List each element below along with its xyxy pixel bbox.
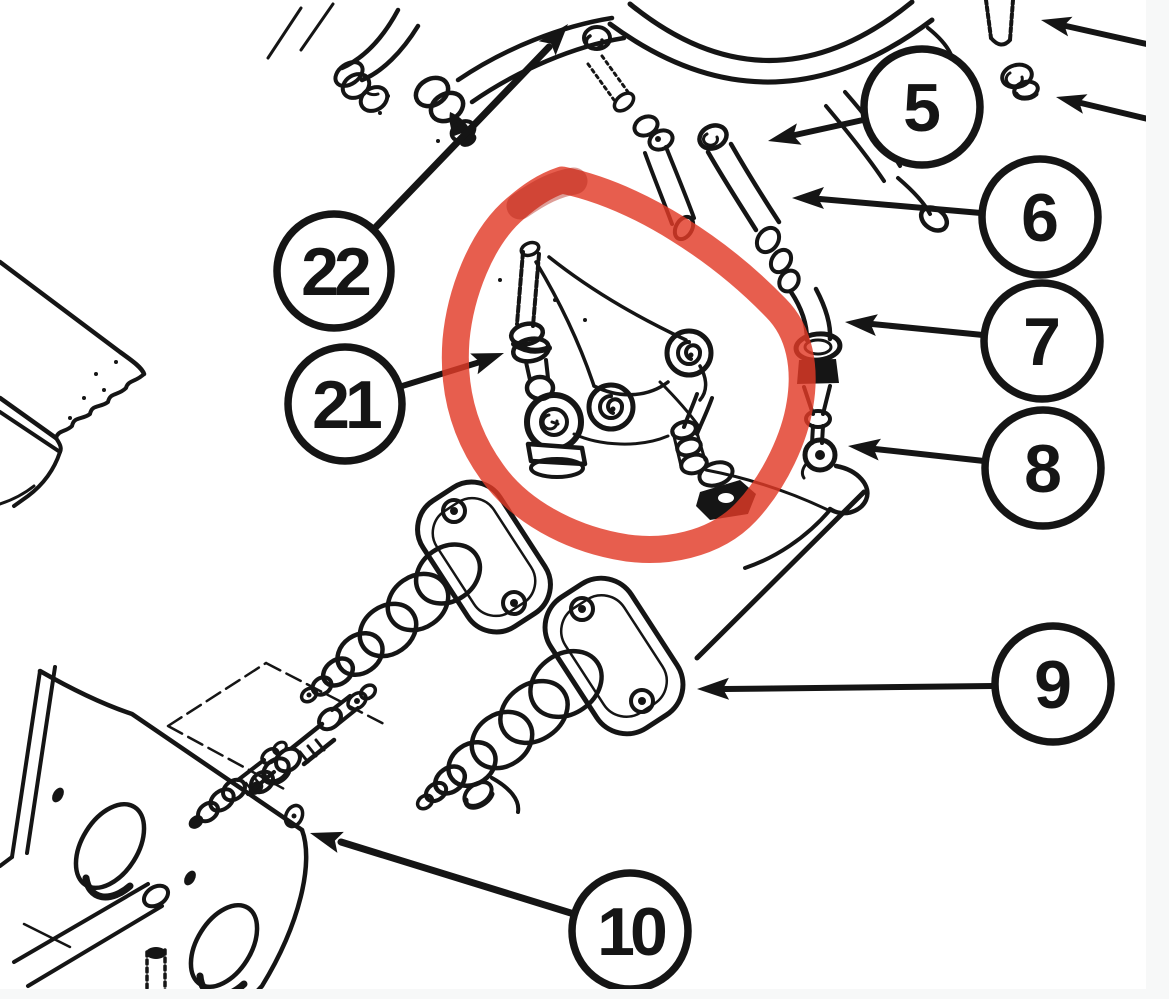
grommet-and-tube	[582, 25, 636, 113]
callout-number: 6	[1021, 180, 1059, 256]
callout-10: 10	[568, 869, 692, 993]
manifold-fitting-group	[498, 240, 714, 479]
bottom-edge-strip	[0, 989, 1169, 999]
callout-circle	[981, 406, 1105, 530]
right-edge-strip	[1146, 0, 1169, 999]
leader-arrow-6	[792, 187, 984, 216]
highlight-loop-overlap	[506, 167, 588, 220]
callout-22: 22	[273, 210, 395, 332]
flange-and-bellows-group	[299, 479, 686, 814]
callout-number: 21	[312, 367, 381, 443]
scalloped-plate	[0, 259, 147, 508]
callout-number: 8	[1024, 431, 1062, 507]
callout-number: 7	[1023, 304, 1061, 380]
mounting-bracket	[0, 665, 309, 999]
callout-circle	[978, 155, 1102, 279]
leader-arrow-10	[310, 831, 578, 918]
top-right-tube-and-nut	[984, 0, 1040, 101]
callout-circle	[991, 622, 1115, 746]
callout-21: 21	[284, 343, 406, 465]
callout-8: 8	[981, 406, 1105, 530]
callout-balloons: 5 6 7 8 9 10 21 22	[273, 45, 1115, 993]
sender-plug-parts	[188, 683, 378, 829]
callout-5: 5	[860, 45, 984, 169]
callout-circle	[284, 343, 406, 465]
upper-left-hose-assembly	[266, 2, 627, 147]
leader-arrow-7	[845, 314, 986, 338]
leader-arrow-8	[848, 438, 987, 464]
callout-number: 5	[903, 70, 941, 146]
callout-number: 9	[1034, 647, 1072, 723]
callout-9: 9	[991, 622, 1115, 746]
callout-7: 7	[980, 279, 1104, 403]
callout-circle	[860, 45, 984, 169]
leader-arrow-9	[697, 677, 996, 700]
callout-circle	[273, 210, 395, 332]
highlight-loop	[441, 166, 816, 563]
callout-circle	[980, 279, 1104, 403]
highlight-annotation	[441, 166, 816, 563]
pump-body	[670, 392, 870, 661]
leader-arrow-5	[768, 117, 866, 145]
callout-number: 10	[597, 894, 666, 970]
callout-number: 22	[301, 234, 370, 310]
leader-arrow-22	[369, 24, 568, 234]
callout-6: 6	[978, 155, 1102, 279]
mounting-plane-lines	[166, 661, 386, 792]
